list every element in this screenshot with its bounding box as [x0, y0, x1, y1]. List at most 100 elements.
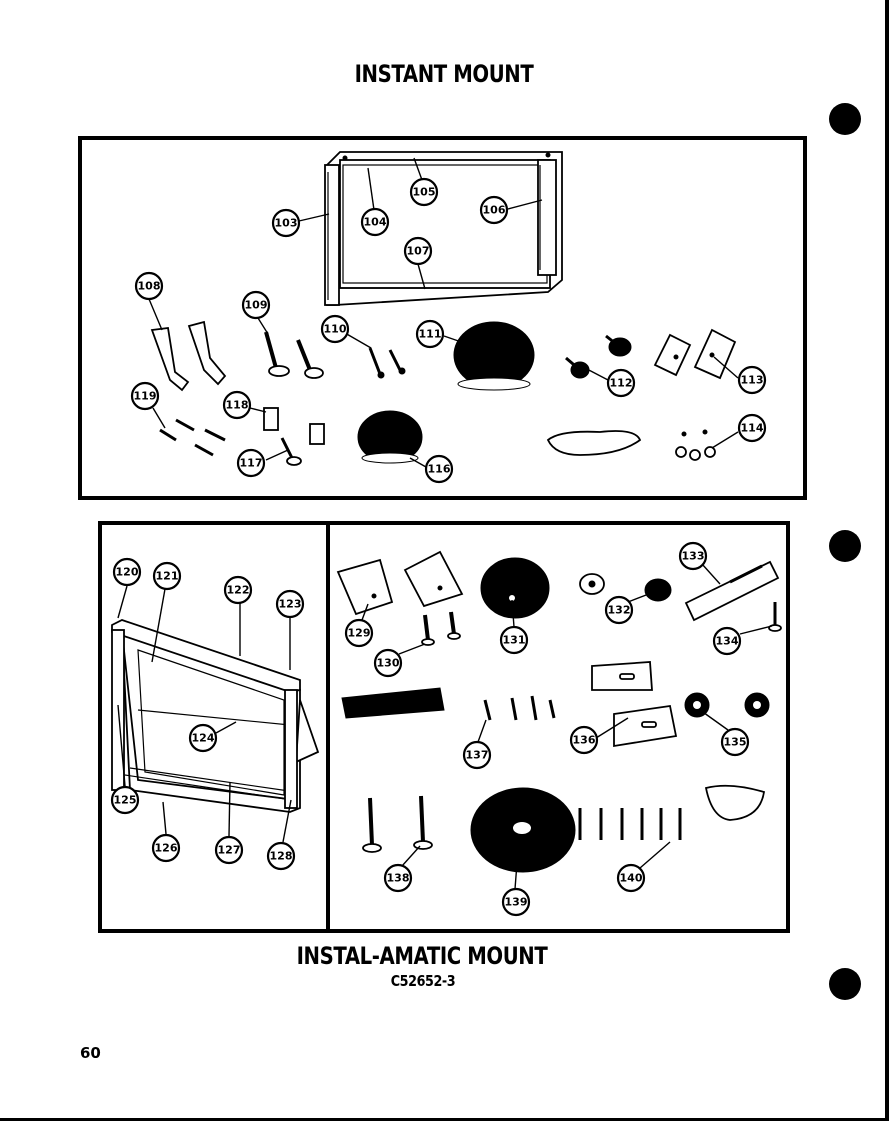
- instant-mount-panel: [78, 136, 807, 500]
- gasket-strip: [546, 430, 642, 456]
- callout-108: 108: [134, 271, 164, 301]
- binder-hole-icon: [829, 530, 861, 562]
- callout-125: 125: [110, 785, 140, 815]
- callout-140: 140: [616, 863, 646, 893]
- callout-110: 110: [320, 314, 350, 344]
- accordion-frame: [111, 619, 320, 813]
- callout-123: 123: [275, 589, 305, 619]
- svg-text:140: 140: [620, 872, 643, 885]
- svg-text:126: 126: [155, 842, 178, 855]
- knobs-132: [579, 573, 672, 602]
- svg-text:109: 109: [245, 299, 268, 312]
- svg-text:134: 134: [716, 635, 739, 648]
- screws-130: [421, 611, 461, 646]
- svg-text:117: 117: [240, 457, 263, 470]
- clip-pair-113: [653, 328, 737, 380]
- svg-text:127: 127: [218, 844, 241, 857]
- svg-text:112: 112: [610, 377, 633, 390]
- screw-pair-109: [264, 331, 324, 379]
- callout-127: 127: [214, 835, 244, 865]
- callout-139: 139: [501, 887, 531, 917]
- leader-lines-parts: [361, 563, 773, 890]
- screws-137: [483, 695, 556, 721]
- leader-lines-frame: [117, 585, 292, 843]
- svg-text:130: 130: [377, 657, 400, 670]
- section-title: INSTAL-AMATIC MOUNT: [296, 942, 548, 970]
- svg-text:111: 111: [419, 328, 442, 341]
- svg-text:122: 122: [227, 584, 250, 597]
- insulation-strip: [341, 687, 445, 719]
- svg-text:114: 114: [741, 422, 764, 435]
- callout-107: 107: [403, 236, 433, 266]
- svg-text:105: 105: [413, 186, 436, 199]
- binder-hole-icon: [829, 103, 861, 135]
- leader-lines-top: [148, 157, 739, 468]
- svg-text:110: 110: [324, 323, 347, 336]
- callout-103: 103: [271, 208, 301, 238]
- svg-text:129: 129: [348, 627, 371, 640]
- screw-pair-110: [368, 347, 406, 379]
- callout-119: 119: [130, 381, 160, 411]
- callout-135: 135: [720, 727, 750, 757]
- svg-text:107: 107: [407, 245, 430, 258]
- svg-text:132: 132: [608, 604, 631, 617]
- callout-114: 114: [737, 413, 767, 443]
- bracket-pair: [150, 320, 227, 392]
- sealant-bag: [704, 784, 766, 821]
- gasket-roll-139: [470, 787, 576, 873]
- binder-hole-icon: [829, 968, 861, 1000]
- callout-118: 118: [222, 390, 252, 420]
- callout-134: 134: [712, 626, 742, 656]
- svg-text:121: 121: [156, 570, 179, 583]
- callout-124: 124: [188, 723, 218, 753]
- spacer-parts: [263, 407, 325, 466]
- svg-text:135: 135: [724, 736, 747, 749]
- svg-text:103: 103: [275, 217, 298, 230]
- svg-text:128: 128: [270, 850, 293, 863]
- svg-text:113: 113: [741, 374, 764, 387]
- callout-116: 116: [424, 454, 454, 484]
- callout-120: 120: [112, 557, 142, 587]
- callout-117: 117: [236, 448, 266, 478]
- callout-138: 138: [383, 863, 413, 893]
- callout-128: 128: [266, 841, 296, 871]
- svg-text:106: 106: [483, 204, 506, 217]
- svg-text:136: 136: [573, 734, 596, 747]
- instal-amatic-parts-panel: [326, 521, 790, 933]
- svg-text:131: 131: [503, 634, 526, 647]
- callout-137: 137: [462, 740, 492, 770]
- callout-112: 112: [606, 368, 636, 398]
- callout-130: 130: [373, 648, 403, 678]
- callout-113: 113: [737, 365, 767, 395]
- svg-text:120: 120: [116, 566, 139, 579]
- washers-114: [675, 429, 716, 461]
- svg-text:108: 108: [138, 280, 161, 293]
- svg-text:118: 118: [226, 399, 249, 412]
- page-number: 60: [80, 1044, 101, 1062]
- callout-104: 104: [360, 207, 390, 237]
- svg-text:138: 138: [387, 872, 410, 885]
- callout-126: 126: [151, 833, 181, 863]
- tape-roll-116: [357, 410, 423, 464]
- svg-text:125: 125: [114, 794, 137, 807]
- callout-121: 121: [152, 561, 182, 591]
- screws-119: [159, 418, 226, 457]
- callout-129: 129: [344, 618, 374, 648]
- clips-136: [591, 661, 678, 748]
- callout-132: 132: [604, 595, 634, 625]
- callout-136: 136: [569, 725, 599, 755]
- svg-text:119: 119: [134, 390, 157, 403]
- svg-text:137: 137: [466, 749, 489, 762]
- svg-text:133: 133: [682, 550, 705, 563]
- svg-text:139: 139: [505, 896, 528, 909]
- svg-text:116: 116: [428, 463, 451, 476]
- bracket-133: [684, 560, 780, 622]
- bushings-135: [684, 692, 770, 718]
- callout-131: 131: [499, 625, 529, 655]
- mounting-frame: [324, 151, 563, 306]
- callout-111: 111: [415, 319, 445, 349]
- thumb-screws: [565, 334, 632, 379]
- screws-140: [578, 808, 682, 840]
